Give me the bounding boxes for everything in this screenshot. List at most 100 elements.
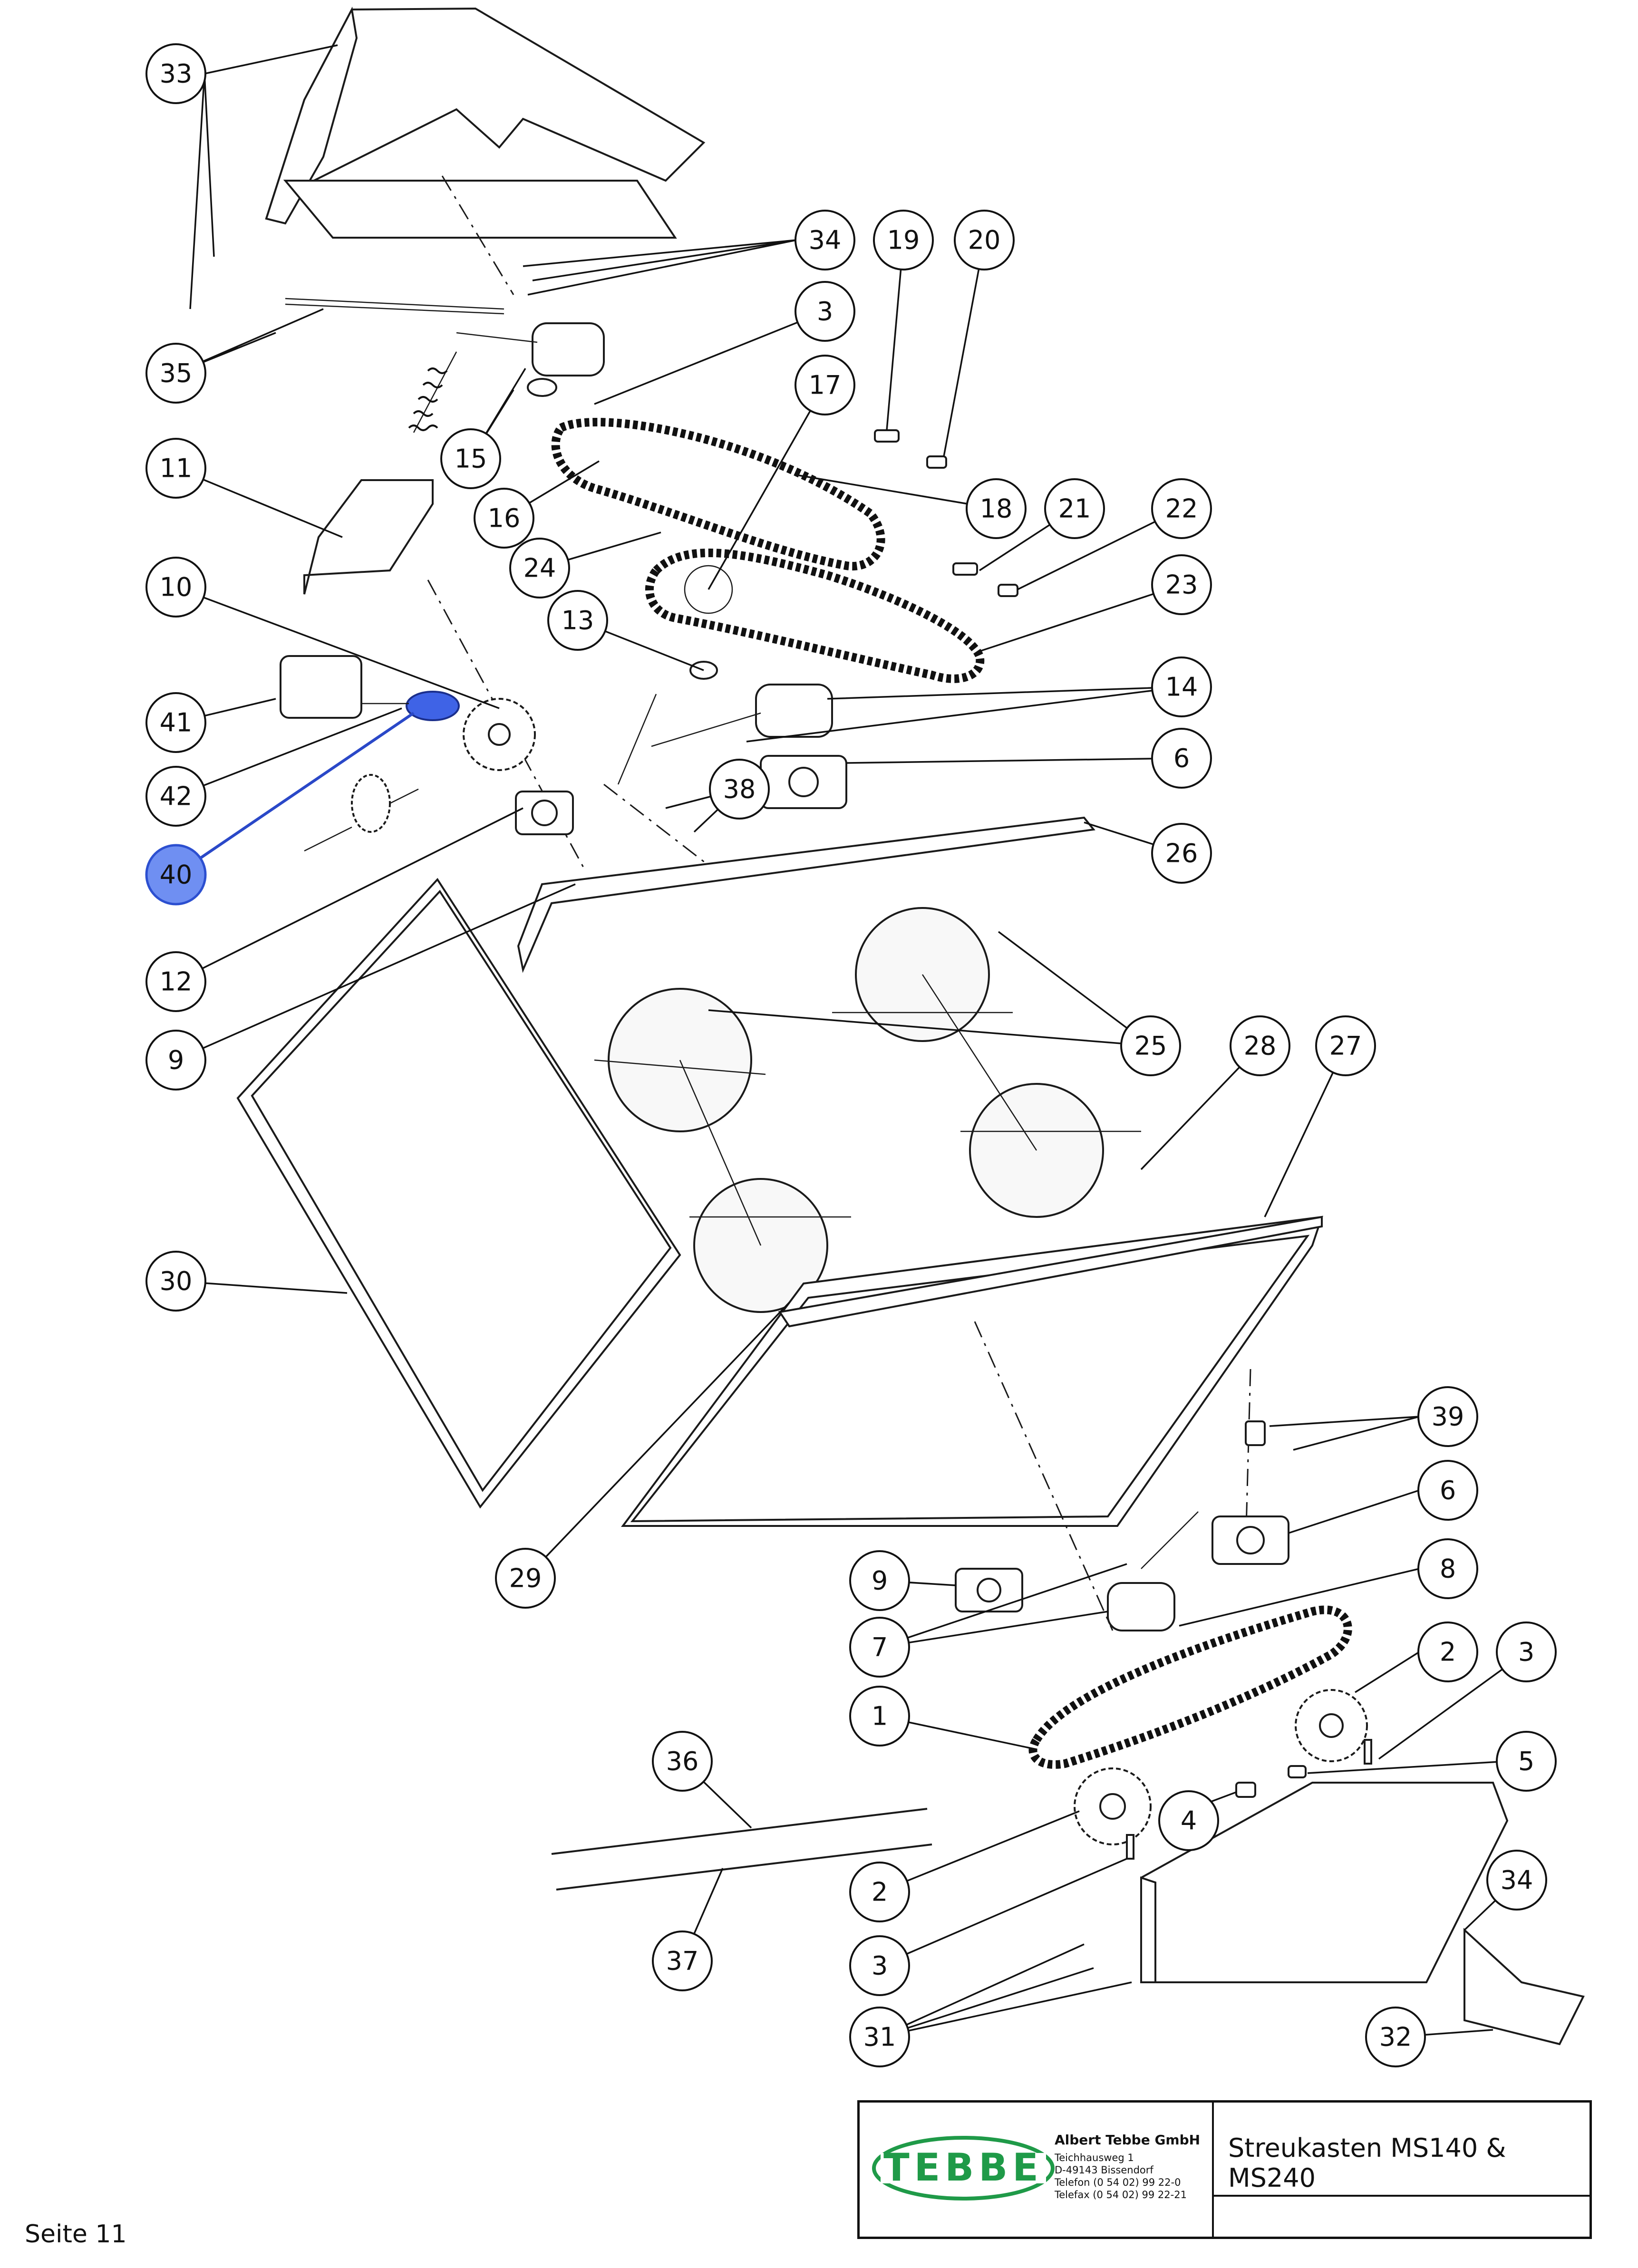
callout-circle[interactable] [1151,478,1212,539]
callout-circle[interactable] [1496,1621,1557,1682]
callout-c34a[interactable]: 34 [795,210,855,270]
callout-circle[interactable] [1315,1015,1376,1076]
callout-circle[interactable] [795,281,855,342]
callout-c24[interactable]: 24 [509,538,570,598]
callout-c15[interactable]: 15 [440,428,501,489]
callout-circle[interactable] [145,1251,206,1312]
callout-c18[interactable]: 18 [966,478,1027,539]
callout-c8[interactable]: 8 [1417,1538,1478,1599]
callout-circle[interactable] [495,1548,556,1609]
callout-circle[interactable] [1417,1538,1478,1599]
callout-c32[interactable]: 32 [1365,2007,1426,2067]
callout-c31[interactable]: 31 [849,2007,910,2067]
callout-circle[interactable] [1496,1731,1557,1792]
callout-circle[interactable] [145,343,206,404]
callout-c26[interactable]: 26 [1151,823,1212,884]
callout-circle[interactable] [440,428,501,489]
logo-text: TEBBE [883,2145,1043,2190]
callout-circle[interactable] [1151,823,1212,884]
callout-c19[interactable]: 19 [873,210,934,270]
callout-c28[interactable]: 28 [1230,1015,1290,1076]
callout-c1[interactable]: 1 [849,1686,910,1747]
callout-c17[interactable]: 17 [795,355,855,415]
callout-c23[interactable]: 23 [1151,554,1212,615]
callout-c22[interactable]: 22 [1151,478,1212,539]
callout-circle[interactable] [547,590,608,651]
callout-circle[interactable] [795,210,855,270]
callout-circle[interactable] [1365,2007,1426,2067]
callout-circle[interactable] [849,1935,910,1996]
callout-c39[interactable]: 39 [1417,1386,1478,1447]
callout-c27[interactable]: 27 [1315,1015,1376,1076]
callout-c3c[interactable]: 3 [849,1935,910,1996]
callout-circle[interactable] [849,1862,910,1922]
callout-circle[interactable] [1158,1790,1219,1851]
company-name: Albert Tebbe GmbH [1055,2132,1201,2148]
callout-c12[interactable]: 12 [145,951,206,1012]
callout-circle[interactable] [652,1930,713,1991]
callout-circle[interactable] [145,438,206,499]
callout-circle[interactable] [509,538,570,598]
callout-c33[interactable]: 33 [145,43,206,104]
callout-c16[interactable]: 16 [474,488,534,549]
callout-circle[interactable] [1151,554,1212,615]
callout-circle[interactable] [954,210,1015,270]
callout-circle[interactable] [145,43,206,104]
callout-circle[interactable] [849,1686,910,1747]
callout-c41[interactable]: 41 [145,692,206,753]
callout-circle[interactable] [849,1617,910,1678]
callout-c3a[interactable]: 3 [795,281,855,342]
part-39 [1245,1420,1266,1446]
callout-c25[interactable]: 25 [1120,1015,1181,1076]
callout-c2b[interactable]: 2 [849,1862,910,1922]
callout-circle[interactable] [966,478,1027,539]
callout-c2a[interactable]: 2 [1417,1621,1478,1682]
callout-circle[interactable] [873,210,934,270]
callout-circle[interactable] [1151,656,1212,717]
callout-c14[interactable]: 14 [1151,656,1212,717]
callout-circle[interactable] [709,759,770,820]
callout-c34b[interactable]: 34 [1486,1850,1547,1911]
callout-c20[interactable]: 20 [954,210,1015,270]
callout-circle[interactable] [849,2007,910,2067]
callout-c6b[interactable]: 6 [1417,1460,1478,1521]
callout-c7[interactable]: 7 [849,1617,910,1678]
callout-c3b[interactable]: 3 [1496,1621,1557,1682]
callout-c30[interactable]: 30 [145,1251,206,1312]
callout-c42[interactable]: 42 [145,766,206,827]
callout-circle[interactable] [1044,478,1105,539]
callout-circle[interactable] [1417,1621,1478,1682]
callout-circle[interactable] [795,355,855,415]
callout-circle[interactable] [1151,728,1212,789]
callout-c6a[interactable]: 6 [1151,728,1212,789]
callout-circle[interactable] [474,488,534,549]
callout-circle[interactable] [1120,1015,1181,1076]
callout-c9a[interactable]: 9 [145,1030,206,1091]
callout-circle[interactable] [849,1550,910,1611]
callout-circle[interactable] [1486,1850,1547,1911]
company-phone: Telefon (0 54 02) 99 22-0 [1055,2177,1181,2188]
callout-c40[interactable]: 40 [145,844,207,906]
callout-circle[interactable] [652,1731,713,1792]
callout-c11[interactable]: 11 [145,438,206,499]
callout-c4[interactable]: 4 [1158,1790,1219,1851]
callout-circle[interactable] [145,557,206,618]
callout-c9b[interactable]: 9 [849,1550,910,1611]
callout-c13[interactable]: 13 [547,590,608,651]
callout-c21[interactable]: 21 [1044,478,1105,539]
callout-c35[interactable]: 35 [145,343,206,404]
callout-c38[interactable]: 38 [709,759,770,820]
callout-circle[interactable] [145,1030,206,1091]
callout-circle[interactable] [145,844,207,906]
callout-c10[interactable]: 10 [145,557,206,618]
callout-circle[interactable] [1230,1015,1290,1076]
callout-circle[interactable] [145,692,206,753]
callout-circle[interactable] [1417,1460,1478,1521]
callout-circle[interactable] [1417,1386,1478,1447]
callout-c5[interactable]: 5 [1496,1731,1557,1792]
callout-circle[interactable] [145,766,206,827]
callout-circle[interactable] [145,951,206,1012]
callout-c37[interactable]: 37 [652,1930,713,1991]
callout-c36[interactable]: 36 [652,1731,713,1792]
callout-c29[interactable]: 29 [495,1548,556,1609]
